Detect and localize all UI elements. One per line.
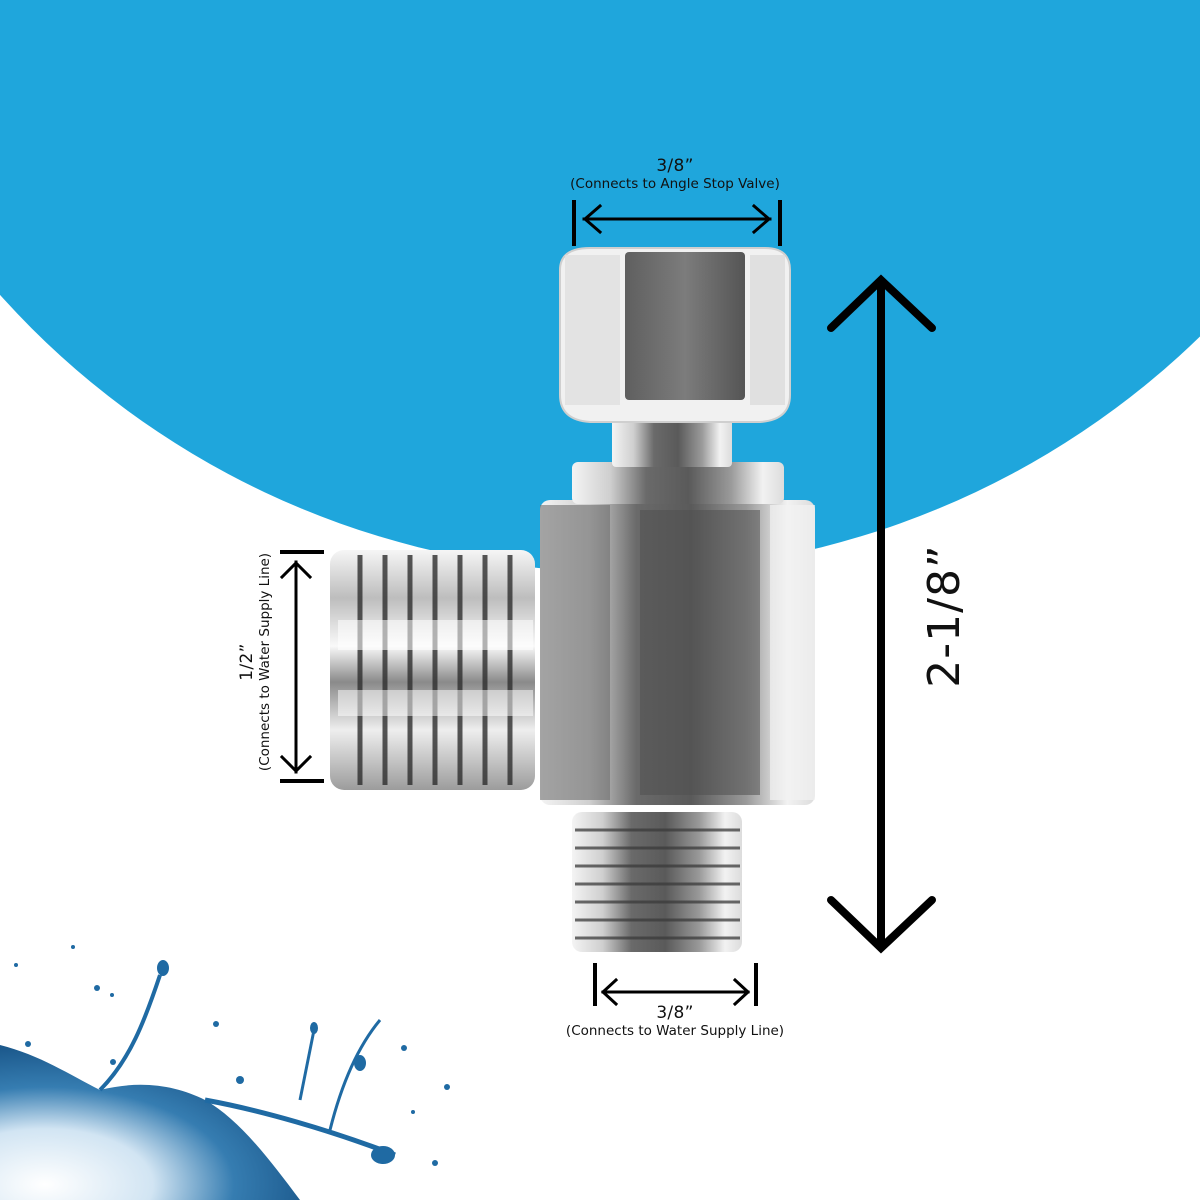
top-width-dimension-line (572, 200, 782, 246)
top-outlet-description: (Connects to Angle Stop Valve) (570, 176, 780, 192)
bottom-threaded-outlet (572, 812, 742, 952)
water-splash-graphic (0, 945, 450, 1200)
fitting-collar (572, 462, 784, 504)
top-outlet-size: 3/8” (656, 156, 694, 176)
bottom-width-dimension-line (593, 963, 758, 1007)
bottom-outlet-description: (Connects to Water Supply Line) (565, 1023, 785, 1039)
side-inlet-label: 1/2” (Connects to Water Supply Line) (237, 522, 273, 802)
side-inlet-dimension-line (279, 550, 324, 783)
top-outlet-label: 3/8” (Connects to Angle Stop Valve) (540, 156, 810, 192)
overall-height-dimension-line (827, 274, 936, 954)
side-threaded-inlet (330, 550, 535, 790)
side-inlet-description: (Connects to Water Supply Line) (257, 552, 273, 772)
bottom-outlet-label: 3/8” (Connects to Water Supply Line) (535, 1003, 815, 1039)
bottom-outlet-size: 3/8” (656, 1003, 694, 1023)
compression-nut (559, 247, 791, 423)
fitting-body (540, 500, 815, 805)
overall-height-label: 2-1/8” (919, 544, 970, 688)
side-inlet-size: 1/2” (237, 643, 257, 681)
